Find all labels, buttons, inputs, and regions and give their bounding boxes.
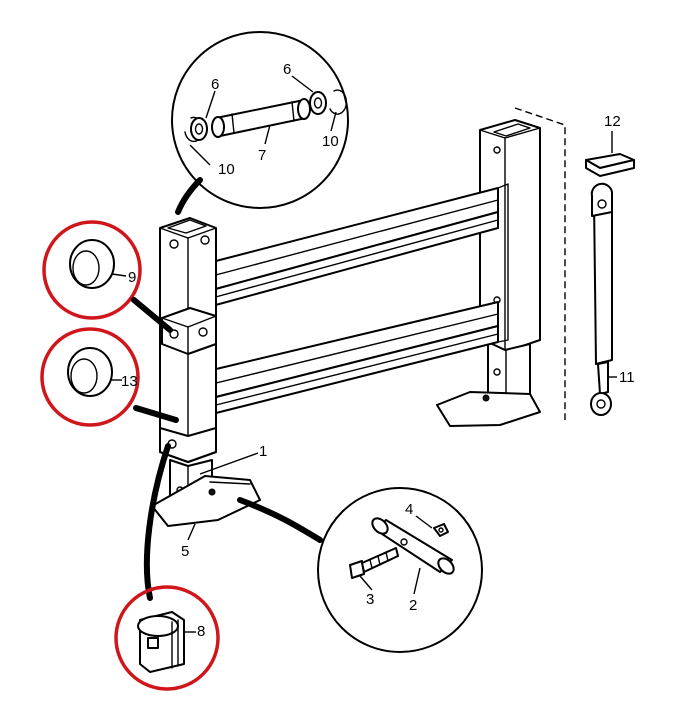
axle-icon — [371, 517, 455, 575]
label-3: 3 — [366, 591, 374, 608]
label-8: 8 — [197, 623, 205, 640]
rails — [211, 183, 509, 415]
circlip-right-icon — [329, 89, 348, 115]
plug-8-icon — [137, 611, 185, 673]
pin-detail-connector — [175, 177, 203, 215]
bolt-detail-connector — [237, 497, 323, 543]
callout-cap-13: 13 — [40, 327, 179, 427]
bolt-icon — [349, 547, 399, 579]
cap-13-connector — [133, 405, 179, 423]
label-1: 1 — [259, 443, 267, 460]
washer-left-icon — [190, 117, 208, 141]
label-10-right: 10 — [322, 133, 339, 150]
pin-icon — [211, 98, 311, 138]
label-10-left: 10 — [218, 161, 235, 178]
gas-strut: 11 — [590, 182, 635, 416]
label-2: 2 — [409, 597, 417, 614]
frame-assembly: 1 5 — [151, 107, 566, 560]
cap-9-connector — [131, 297, 173, 333]
nut-icon — [433, 523, 449, 537]
label-13: 13 — [121, 373, 138, 390]
end-cap: 12 — [585, 113, 635, 177]
callout-cap-9: 9 — [42, 220, 173, 333]
bolt-detail-callout: 4 3 2 — [237, 487, 483, 653]
highlight-circle-8 — [114, 585, 220, 691]
label-5: 5 — [181, 543, 189, 560]
label-6-right: 6 — [283, 61, 291, 78]
highlight-circle-9 — [42, 220, 142, 320]
label-9: 9 — [128, 269, 136, 286]
label-12: 12 — [604, 113, 621, 130]
right-post — [436, 119, 541, 427]
washer-right-icon — [309, 91, 327, 115]
callout-plug-8: 8 — [114, 443, 220, 691]
guide-dashed-line — [514, 107, 566, 420]
pin-detail-callout: 6 6 7 10 10 — [171, 31, 349, 215]
label-7: 7 — [258, 147, 266, 164]
label-4: 4 — [405, 501, 413, 518]
label-11: 11 — [619, 369, 635, 386]
plug-8-connector — [143, 443, 171, 601]
label-6-left: 6 — [211, 76, 219, 93]
highlight-circle-13 — [40, 327, 140, 427]
left-post — [151, 217, 261, 527]
